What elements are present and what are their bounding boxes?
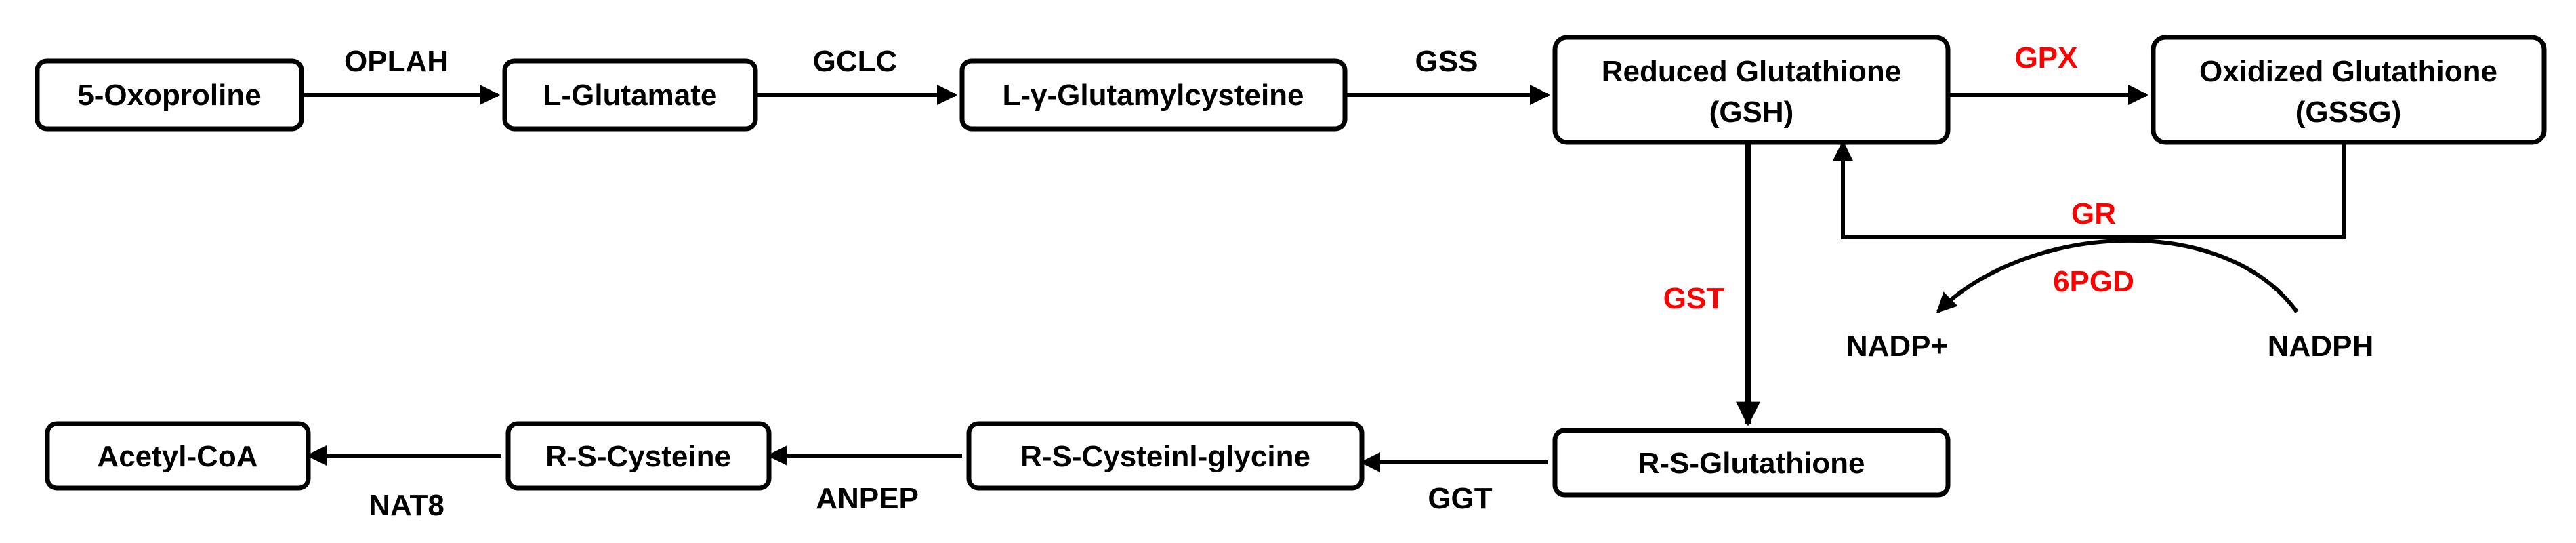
node-rs-cysteine-label: R-S-Cysteine	[545, 440, 731, 473]
node-rs-cysteine: R-S-Cysteine	[505, 421, 772, 491]
enzyme-gst: GST	[1663, 282, 1725, 315]
node-glutamate: L-Glutamate	[502, 58, 758, 132]
node-glutamylcysteine: L-γ-Glutamylcysteine	[959, 58, 1348, 132]
node-gsh: Reduced Glutathione (GSH)	[1552, 35, 1951, 145]
node-gsh-label-line2: (GSH)	[1709, 96, 1794, 129]
edge-gssg-to-gsh-gr	[1833, 140, 2346, 239]
node-glutamylcysteine-label: L-γ-Glutamylcysteine	[1002, 79, 1304, 112]
node-rs-glutathione: R-S-Glutathione	[1552, 428, 1951, 498]
enzyme-gpx: GPX	[2015, 41, 2078, 75]
enzyme-nat8: NAT8	[369, 489, 444, 522]
enzyme-ggt: GGT	[1428, 482, 1492, 515]
node-gsh-label-line1: Reduced Glutathione	[1602, 55, 1901, 88]
node-gssg: Oxidized Glutathione (GSSG)	[2151, 35, 2547, 145]
node-gssg-label-line2: (GSSG)	[2295, 96, 2401, 129]
enzyme-oplah: OPLAH	[344, 45, 449, 78]
enzyme-gr: GR	[2071, 197, 2116, 230]
cofactor-nadp: NADP+	[1846, 329, 1948, 363]
node-rs-glutathione-label: R-S-Glutathione	[1638, 447, 1865, 480]
node-oxoproline: 5-Oxoproline	[35, 58, 304, 132]
node-oxoproline-label: 5-Oxoproline	[77, 79, 261, 112]
cofactor-nadph: NADPH	[2268, 329, 2373, 363]
node-rs-cysteinylglycine: R-S-Cysteinl-glycine	[966, 421, 1365, 491]
node-acetyl-coa: Acetyl-CoA	[45, 421, 311, 491]
edge-nadph-to-nadp-arc	[1936, 239, 2299, 314]
enzyme-gclc: GCLC	[813, 45, 898, 78]
enzyme-6pgd: 6PGD	[2053, 265, 2134, 298]
enzyme-gss: GSS	[1415, 45, 1478, 78]
node-acetyl-coa-label: Acetyl-CoA	[97, 440, 257, 473]
node-rs-cysteinylglycine-label: R-S-Cysteinl-glycine	[1020, 440, 1310, 473]
enzyme-anpep: ANPEP	[816, 482, 919, 515]
node-gssg-label-line1: Oxidized Glutathione	[2199, 55, 2497, 88]
node-glutamate-label: L-Glutamate	[543, 79, 718, 112]
